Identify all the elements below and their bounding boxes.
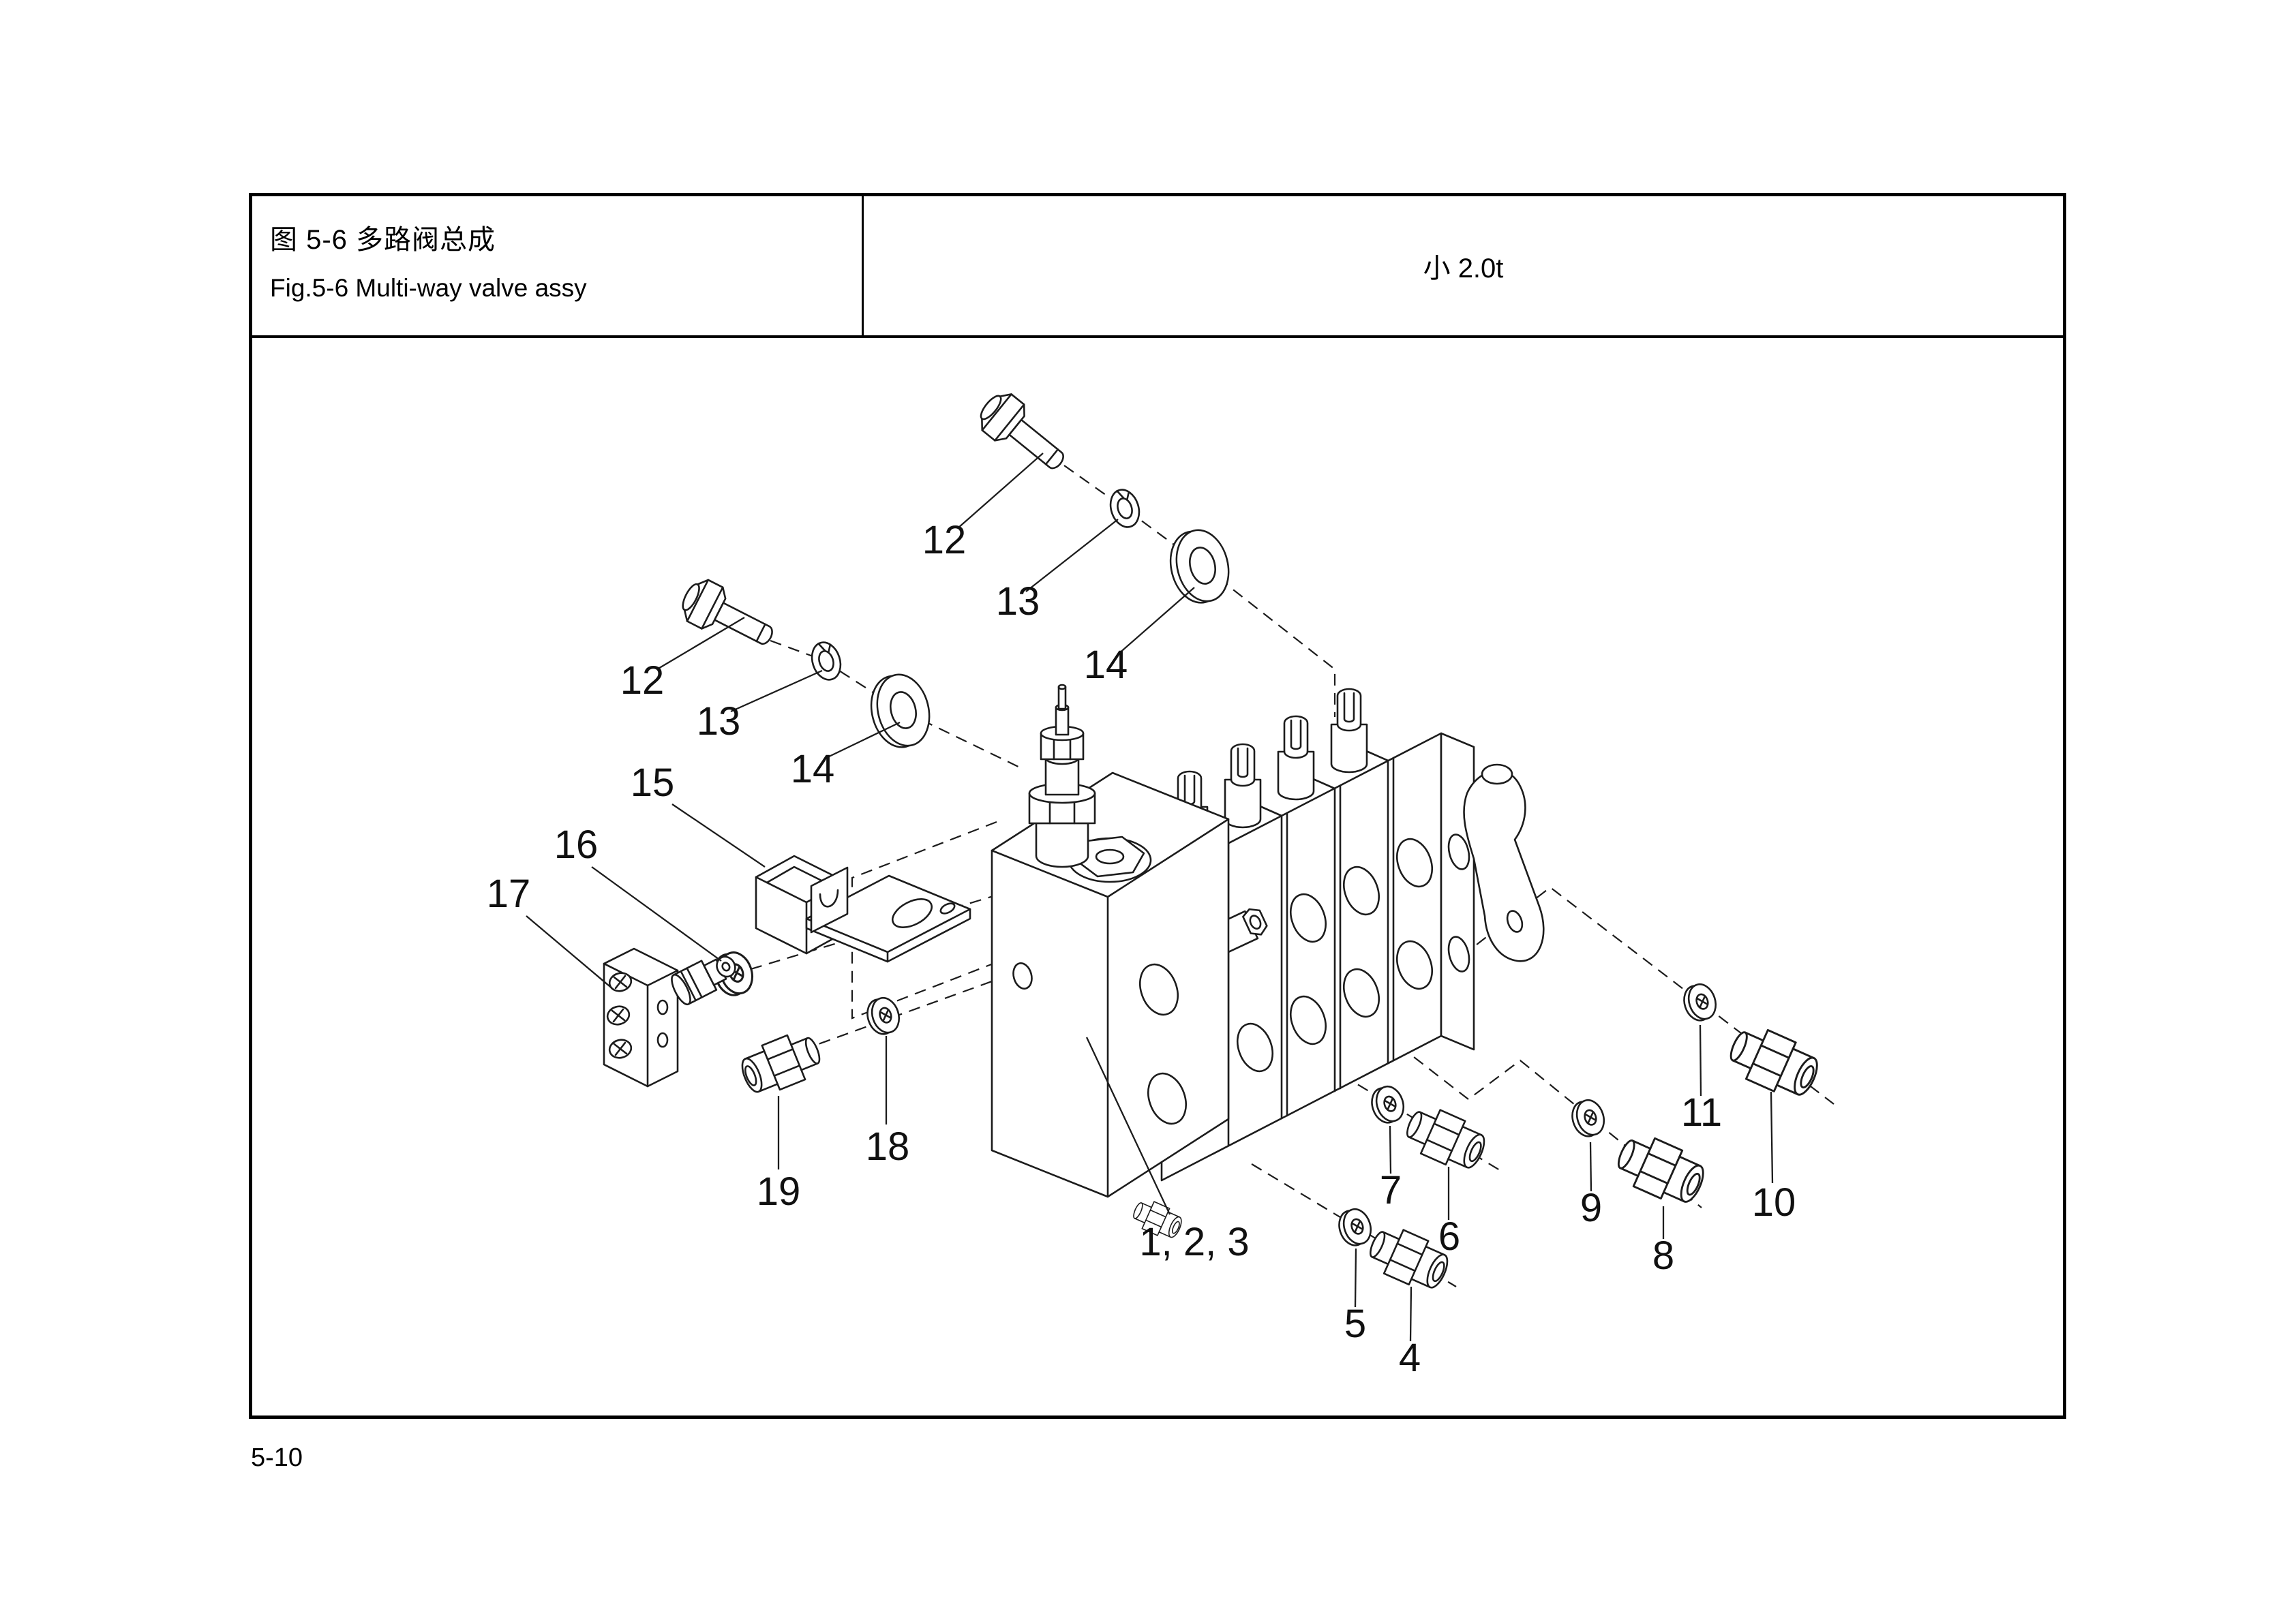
mounting-plane bbox=[851, 821, 997, 1020]
washer-11 bbox=[1678, 979, 1721, 1025]
callout-valve-body: 1, 2, 3 bbox=[1139, 1220, 1249, 1264]
callout-17: 17 bbox=[487, 872, 531, 916]
callout-13-upper: 13 bbox=[996, 579, 1040, 624]
callout-7: 7 bbox=[1380, 1168, 1402, 1212]
washer-5 bbox=[1333, 1204, 1376, 1250]
axis-bolt-lower bbox=[770, 639, 1023, 769]
spring-washer-13-lower bbox=[806, 637, 846, 685]
variant-cell: 小 2.0t bbox=[864, 196, 2063, 335]
callout-16: 16 bbox=[554, 823, 599, 867]
fitting-10 bbox=[1722, 1018, 1826, 1105]
callout-4: 4 bbox=[1399, 1336, 1421, 1380]
pilot-valve-17 bbox=[603, 947, 736, 1088]
callout-10: 10 bbox=[1752, 1180, 1796, 1225]
valve-end-cap bbox=[1440, 732, 1475, 1051]
axis-bolt-upper bbox=[1063, 465, 1336, 717]
bolt-12-lower bbox=[674, 572, 783, 660]
callout-14-upper: 14 bbox=[1084, 643, 1128, 687]
callout-5: 5 bbox=[1344, 1302, 1366, 1346]
callout-9: 9 bbox=[1580, 1186, 1602, 1230]
fitting-19 bbox=[735, 1026, 827, 1101]
callout-11: 11 bbox=[1681, 1090, 1722, 1135]
figure-title-zh: 图 5-6 多路阀总成 bbox=[270, 225, 496, 255]
callout-19: 19 bbox=[757, 1169, 801, 1214]
spool-clevis-4 bbox=[1330, 688, 1368, 774]
title-block: 图 5-6 多路阀总成 Fig.5-6 Multi-way valve assy… bbox=[252, 196, 2063, 338]
spool-clevis-2 bbox=[1224, 743, 1262, 829]
mounting-bracket-15 bbox=[755, 855, 971, 963]
figure-title-en: Fig.5-6 Multi-way valve assy bbox=[270, 274, 587, 302]
flat-washer-14-lower bbox=[863, 668, 938, 754]
valve-side-lever bbox=[1463, 769, 1545, 962]
callout-12-lower: 12 bbox=[620, 658, 665, 703]
callout-labels: 12 13 14 12 13 14 15 16 17 18 19 1, 2, 3… bbox=[487, 518, 1796, 1380]
pilot-valve-screws bbox=[606, 972, 669, 1059]
spool-clevis-3 bbox=[1277, 715, 1315, 801]
axis-fitting-8 bbox=[1398, 1045, 1702, 1208]
callout-8: 8 bbox=[1652, 1234, 1674, 1278]
callout-leaders bbox=[526, 453, 1774, 1342]
figure-title-cell: 图 5-6 多路阀总成 Fig.5-6 Multi-way valve assy bbox=[252, 196, 864, 335]
fitting-6 bbox=[1399, 1099, 1492, 1177]
callout-15: 15 bbox=[631, 761, 675, 805]
washer-9 bbox=[1567, 1095, 1610, 1141]
callout-13-lower: 13 bbox=[697, 699, 741, 744]
callout-12-upper: 12 bbox=[922, 518, 967, 562]
callout-18: 18 bbox=[866, 1124, 910, 1169]
bolt-12-upper bbox=[971, 385, 1076, 483]
fitting-8 bbox=[1610, 1127, 1712, 1212]
page-number: 5-10 bbox=[251, 1443, 303, 1472]
callout-6: 6 bbox=[1438, 1214, 1460, 1259]
variant-label: 小 2.0t bbox=[1423, 254, 1504, 284]
hex-cap-plug bbox=[1068, 836, 1152, 883]
multi-way-valve-assembly bbox=[991, 684, 1545, 1243]
relief-valve bbox=[1028, 684, 1096, 868]
flat-washer-14-upper bbox=[1162, 523, 1237, 609]
callout-14-lower: 14 bbox=[791, 747, 835, 791]
washer-7 bbox=[1366, 1082, 1409, 1127]
